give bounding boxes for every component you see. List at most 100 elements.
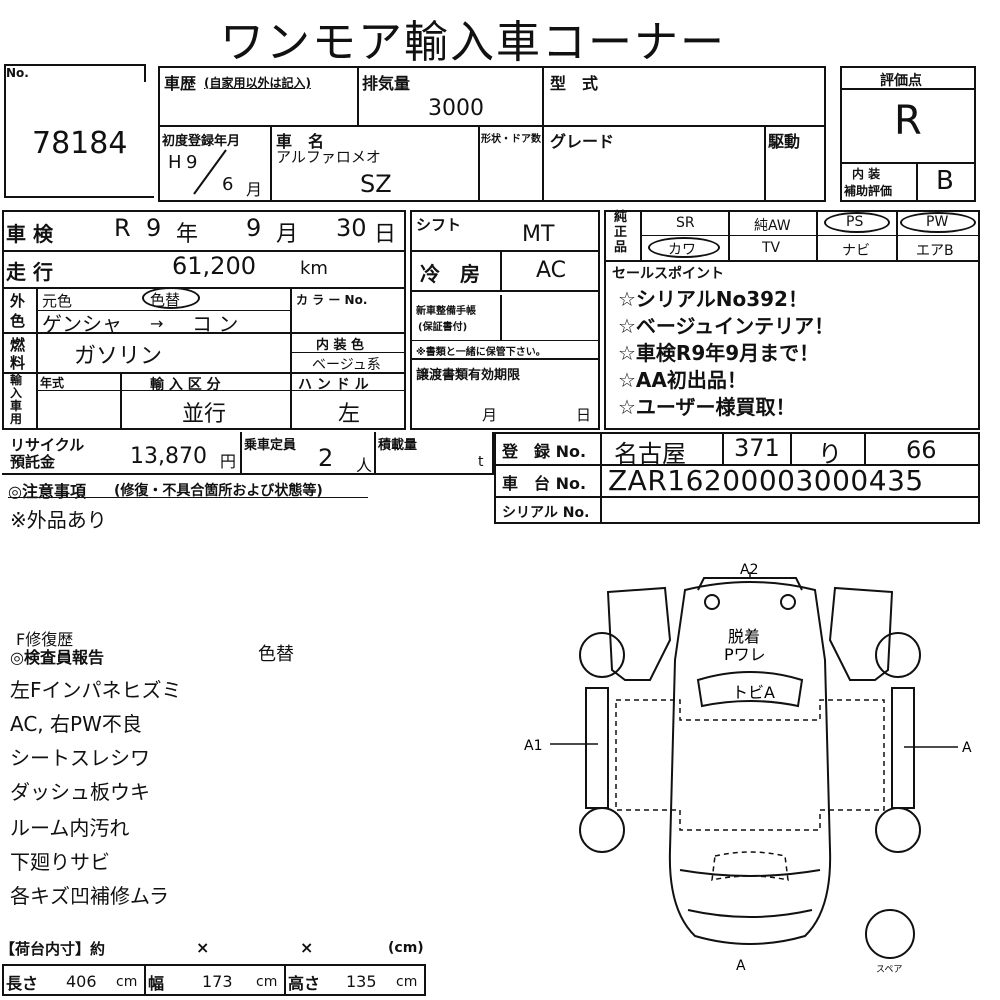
registration-number: 66 <box>906 436 937 464</box>
interior-color-label: 内 装 色 <box>316 338 365 353</box>
import-label-2: 入 <box>10 386 23 400</box>
equip-tv: TV <box>762 240 781 256</box>
recycle-value: 13,870 <box>130 444 207 469</box>
score-value: R <box>894 98 922 144</box>
inspector-repaint: 色替 <box>258 644 294 665</box>
notes-label-sub: (修復・不具合箇所および状態等) <box>114 483 323 499</box>
warranty-label-2: (保証書付) <box>418 322 468 333</box>
report-item: 左Fインパネヒズミ <box>10 678 182 702</box>
chassis-number: ZAR16200003000435 <box>608 464 924 497</box>
displacement-label: 排気量 <box>362 74 411 93</box>
report-item: ルーム内汚れ <box>10 816 130 840</box>
sales-point: ☆ユーザー様買取！ <box>618 395 796 419</box>
middle-grid <box>410 210 600 430</box>
score-box <box>840 66 976 202</box>
handle-label: ハ ン ド ル <box>298 377 369 393</box>
report-item: シートスレシワ <box>10 746 150 770</box>
orig-color-value: ゲンシャ <box>42 312 122 336</box>
diagram-note-2: Pワレ <box>724 645 766 664</box>
inspection-month-unit: 月 <box>276 222 299 247</box>
sales-point: ☆シリアルNo392！ <box>618 287 808 311</box>
repaint-circle <box>142 287 200 309</box>
diagram-spare-label: スペア <box>876 965 902 975</box>
inspection-day: 30 <box>336 214 367 242</box>
ac-value: AC <box>536 258 567 283</box>
transfer-day-unit: 日 <box>576 406 592 424</box>
cargo-height-label: 高さ <box>288 974 321 993</box>
cargo-times-2: × <box>300 938 314 957</box>
car-name-label: 車 名 <box>276 132 325 151</box>
interior-score-sublabel: 補助評価 <box>844 184 893 198</box>
registration-box <box>494 432 980 524</box>
inspection-month: 9 <box>246 214 262 242</box>
import-label-3: 車 <box>10 399 23 413</box>
first-reg-month: 6 <box>222 174 234 195</box>
inspection-year-unit: 年 <box>176 222 199 247</box>
registration-label: 登 録 No. <box>502 442 587 461</box>
color-label-1: 外 <box>10 292 26 310</box>
recycle-unit: 円 <box>220 452 237 471</box>
import-label-4: 用 <box>10 412 23 426</box>
first-reg-era: H <box>168 152 182 173</box>
notes-label: ◎注意事項 <box>8 482 86 501</box>
orig-color-label: 元色 <box>42 292 73 310</box>
diagram-glass-note: トビA <box>732 683 775 702</box>
car-name: SZ <box>360 170 392 198</box>
notes-text: ※外品あり <box>10 508 107 532</box>
displacement-value: 3000 <box>428 96 484 121</box>
equipment-label-2: 正 <box>614 225 628 240</box>
warranty-label-1: 新車整備手帳 <box>416 306 476 317</box>
sales-points-label: セールスポイント <box>612 266 724 282</box>
equip-alloy: 純AW <box>754 218 791 234</box>
interior-color-value: ベージュ系 <box>312 357 381 373</box>
model-type-label: 型 式 <box>550 74 599 93</box>
diagram-mark-bottom: A <box>736 958 746 974</box>
equip-sr: SR <box>676 215 695 231</box>
equipment-sales-box <box>604 210 980 430</box>
diagram-mark-top: A2 <box>740 562 758 578</box>
diagram-mark-right: A <box>962 740 972 756</box>
sales-point: ☆ベージュインテリア！ <box>618 314 835 338</box>
color-label-2: 色 <box>10 312 26 330</box>
fuel-label-1: 燃 <box>10 336 26 354</box>
registration-area: 名古屋 <box>614 440 686 468</box>
car-damage-diagram: A2 A1 A A 脱着 Pワレ トビA スペア <box>524 562 972 975</box>
shift-value: MT <box>522 222 555 247</box>
registration-kana: り <box>818 440 842 468</box>
vehicle-info-grid <box>158 66 826 202</box>
new-color-value: コ ン <box>192 312 239 336</box>
cargo-length: 406 <box>66 972 97 991</box>
grade-label: グレード <box>550 132 615 151</box>
interior-score-value: B <box>936 166 954 196</box>
capacity-unit: 人 <box>356 456 373 475</box>
repair-history-label: F修復歴 <box>16 630 74 649</box>
transfer-label: 譲渡書類有効期限 <box>416 368 521 383</box>
lot-number-label: No. <box>6 66 29 80</box>
recycle-label-2: 預託金 <box>10 453 56 471</box>
report-item: 下廻りサビ <box>10 850 110 874</box>
equip-navi: ナビ <box>842 243 870 259</box>
inspection-era: R <box>114 214 131 242</box>
cargo-length-label: 長さ <box>6 974 39 993</box>
cargo-width: 173 <box>202 972 233 991</box>
report-item: ダッシュ板ウキ <box>10 780 150 804</box>
lot-number: 78184 <box>32 126 128 161</box>
cargo-times-1: × <box>196 938 210 957</box>
first-reg-year: 9 <box>186 152 198 173</box>
sales-point: ☆AA初出品！ <box>618 368 747 392</box>
registration-class: 371 <box>734 434 780 462</box>
fuel-label-2: 料 <box>10 354 26 372</box>
mileage-unit: km <box>300 258 328 279</box>
capacity-value: 2 <box>318 444 334 472</box>
score-label: 評価点 <box>880 73 922 89</box>
inspection-day-unit: 日 <box>374 222 397 247</box>
history-label: 車歴 <box>164 74 197 93</box>
equipment-label-1: 純 <box>614 210 628 225</box>
chassis-label: 車 台 No. <box>502 474 587 493</box>
model-year-label: 年式 <box>40 376 65 390</box>
report-item: AC, 右PW不良 <box>10 712 142 736</box>
import-type-label: 輸 入 区 分 <box>150 377 221 393</box>
import-label-1: 輸 <box>10 373 23 387</box>
ac-label: 冷 房 <box>420 262 480 286</box>
transfer-month-unit: 月 <box>482 406 498 424</box>
